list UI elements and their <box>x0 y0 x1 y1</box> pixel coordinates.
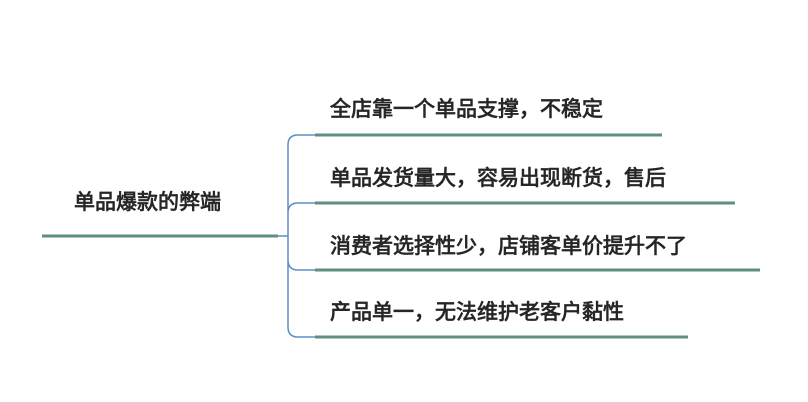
branch-topic-3[interactable]: 消费者选择性少，店铺客单价提升不了 <box>330 234 687 258</box>
root-topic[interactable]: 单品爆款的弊端 <box>74 190 221 214</box>
branch-topic-2[interactable]: 单品发货量大，容易出现断货，售后 <box>330 166 666 190</box>
branch-topic-1[interactable]: 全店靠一个单品支撑，不稳定 <box>330 97 603 121</box>
branch-topic-4[interactable]: 产品单一，无法维护老客户黏性 <box>330 300 624 324</box>
branch-connector <box>278 134 315 338</box>
